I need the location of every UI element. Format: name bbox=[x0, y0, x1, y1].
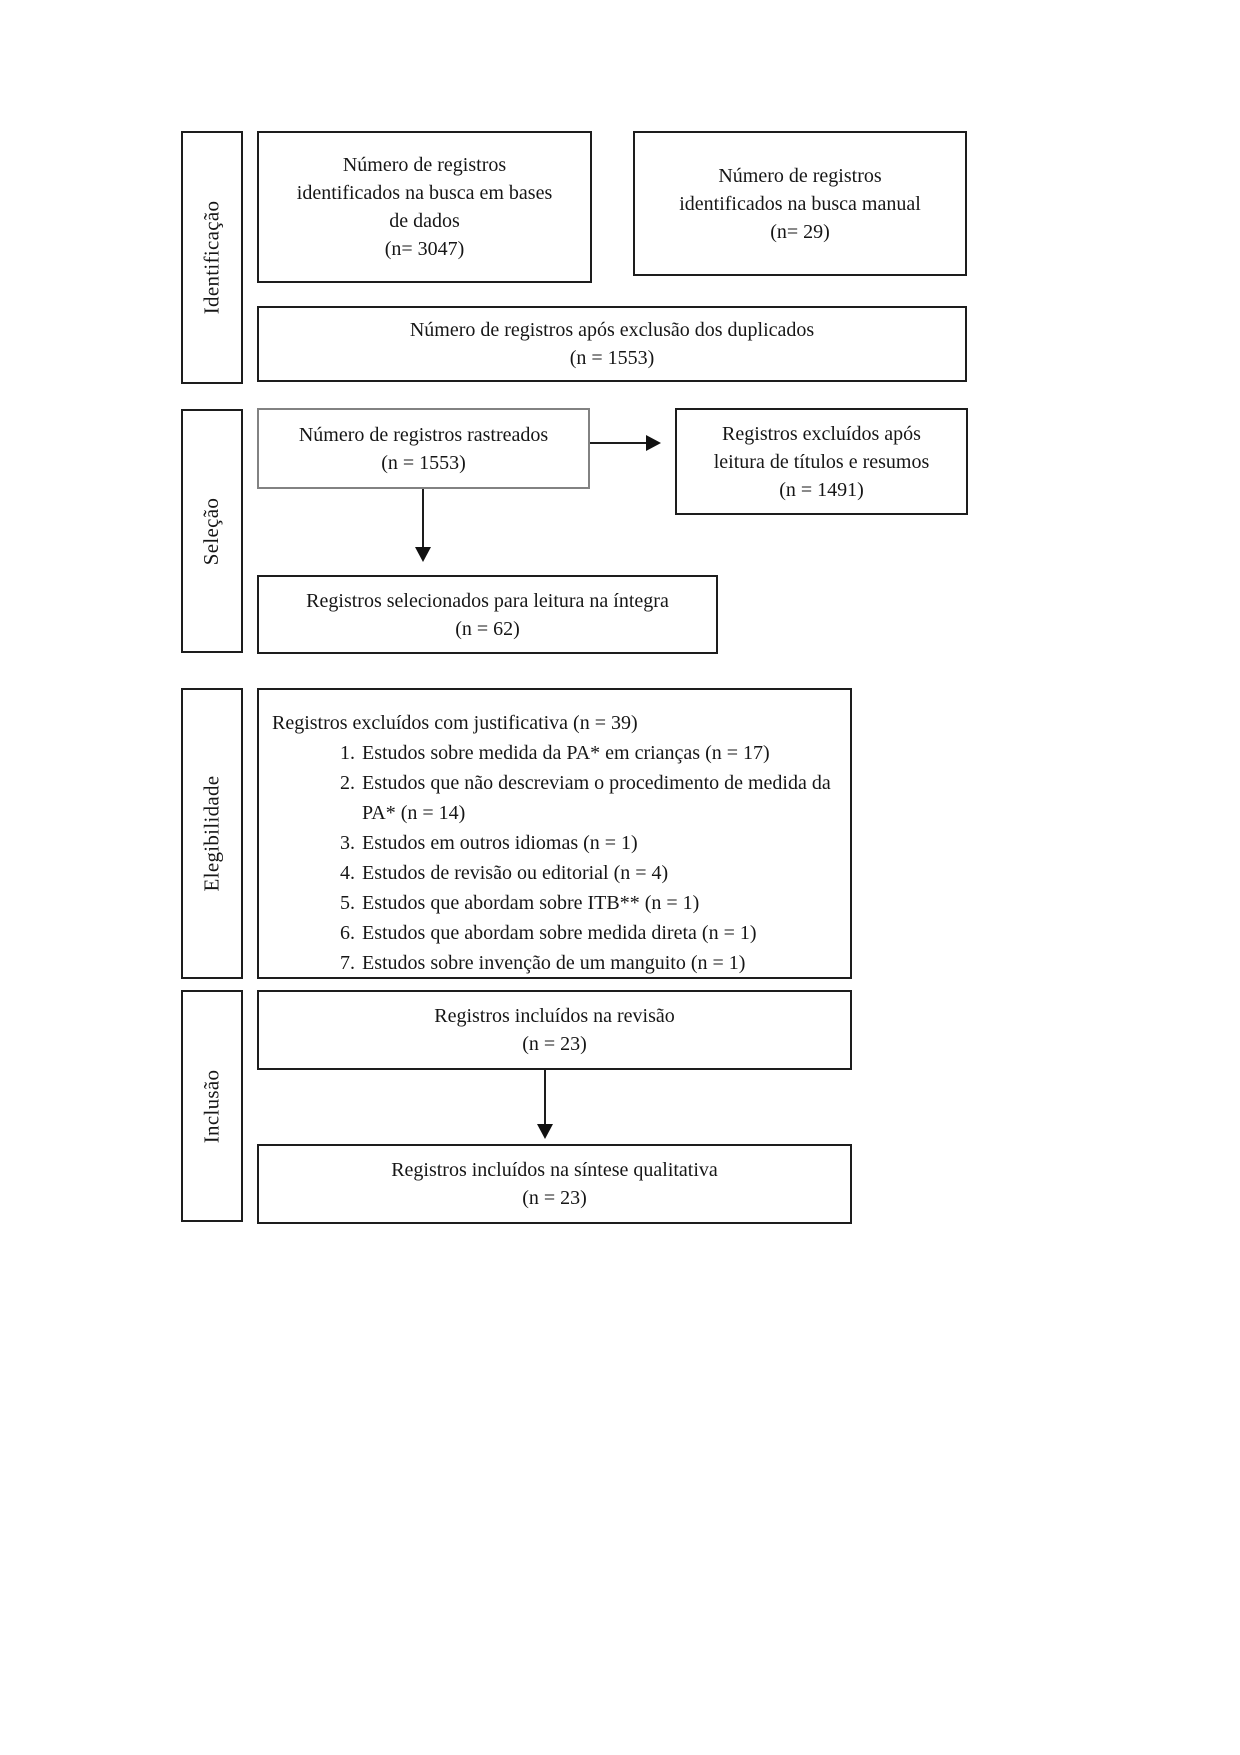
text-line: leitura de títulos e resumos bbox=[713, 450, 930, 473]
exclusion-reason-item: Estudos de revisão ou editorial (n = 4) bbox=[360, 858, 840, 888]
text-line: identificados na busca em bases bbox=[296, 182, 553, 204]
box-excluded-titles-abstracts: Registros excluídos após leitura de títul… bbox=[675, 408, 968, 515]
text-line: (n = 23) bbox=[522, 1033, 587, 1055]
phase-label-inclusion: Inclusão bbox=[199, 1069, 224, 1143]
box-fulltext-selected-text: Registros selecionados para leitura na í… bbox=[306, 587, 669, 643]
text-line: Número de registros rastreados bbox=[298, 423, 549, 446]
phase-box-identification: Identificação bbox=[181, 131, 243, 384]
phase-label-eligibility: Elegibilidade bbox=[199, 775, 224, 892]
exclusion-reason-item: Estudos que abordam sobre ITB** (n = 1) bbox=[360, 888, 840, 918]
text-line: (n = 1491) bbox=[779, 478, 864, 501]
exclusion-reason-item: Estudos em outros idiomas (n = 1) bbox=[360, 828, 840, 858]
box-manual-search-text: Número de registros identificados na busc… bbox=[679, 162, 921, 246]
arrow-screened-to-fulltext-line bbox=[422, 489, 424, 547]
box-records-screened-text: Número de registros rastreados (n = 1553) bbox=[299, 421, 548, 477]
box-database-search-text: Número de registros identificados na busc… bbox=[297, 151, 552, 263]
phase-label-identification: Identificação bbox=[199, 200, 224, 315]
box-records-screened: Número de registros rastreados (n = 1553) bbox=[257, 408, 590, 489]
text-line: Número de registros após exclusão dos du… bbox=[409, 319, 815, 341]
text-line: de dados bbox=[389, 210, 460, 232]
text-line: (n = 1553) bbox=[381, 451, 466, 474]
text-line: Registros incluídos na revisão bbox=[434, 1005, 675, 1027]
excluded-justification-list: Estudos sobre medida da PA* em crianças … bbox=[272, 738, 840, 978]
box-after-duplicates-text: Número de registros após exclusão dos du… bbox=[410, 316, 814, 372]
text-line: (n= 3047) bbox=[384, 238, 465, 260]
arrow-screened-to-excluded-head bbox=[646, 435, 661, 451]
box-after-duplicates: Número de registros após exclusão dos du… bbox=[257, 306, 967, 382]
box-included-review-text: Registros incluídos na revisão (n = 23) bbox=[434, 1002, 675, 1058]
text-line: Registros selecionados para leitura na í… bbox=[306, 589, 669, 612]
arrow-screened-to-excluded-line bbox=[590, 442, 646, 444]
arrow-screened-to-fulltext-head bbox=[415, 547, 431, 562]
box-included-synthesis: Registros incluídos na síntese qualitati… bbox=[257, 1144, 852, 1224]
phase-label-screening: Seleção bbox=[199, 497, 224, 565]
box-included-synthesis-text: Registros incluídos na síntese qualitati… bbox=[391, 1156, 718, 1212]
text-line: (n= 29) bbox=[770, 220, 830, 243]
excluded-justification-header: Registros excluídos com justificativa (n… bbox=[272, 712, 638, 734]
box-fulltext-selected: Registros selecionados para leitura na í… bbox=[257, 575, 718, 654]
box-manual-search: Número de registros identificados na busc… bbox=[633, 131, 967, 276]
box-excluded-titles-abstracts-text: Registros excluídos após leitura de títul… bbox=[714, 420, 930, 504]
text-line: identificados na busca manual bbox=[679, 192, 921, 215]
box-included-review: Registros incluídos na revisão (n = 23) bbox=[257, 990, 852, 1070]
phase-box-screening: Seleção bbox=[181, 409, 243, 653]
box-excluded-with-justification: Registros excluídos com justificativa (n… bbox=[257, 688, 852, 979]
box-database-search: Número de registros identificados na busc… bbox=[257, 131, 592, 283]
arrow-review-to-synthesis-head bbox=[537, 1124, 553, 1139]
text-line: (n = 1553) bbox=[569, 347, 655, 369]
text-line: Número de registros bbox=[718, 164, 882, 187]
text-line: Registros excluídos após bbox=[722, 422, 921, 445]
exclusion-reason-item: Estudos que não descreviam o procediment… bbox=[360, 768, 840, 828]
text-line: (n = 62) bbox=[455, 617, 520, 640]
text-line: Registros incluídos na síntese qualitati… bbox=[391, 1159, 718, 1181]
phase-box-eligibility: Elegibilidade bbox=[181, 688, 243, 979]
arrow-review-to-synthesis-line bbox=[544, 1070, 546, 1124]
exclusion-reason-item: Estudos que abordam sobre medida direta … bbox=[360, 918, 840, 948]
exclusion-reason-item: Estudos sobre invenção de um manguito (n… bbox=[360, 948, 840, 978]
text-line: Número de registros bbox=[342, 154, 507, 176]
exclusion-reason-item: Estudos sobre medida da PA* em crianças … bbox=[360, 738, 840, 768]
phase-box-inclusion: Inclusão bbox=[181, 990, 243, 1222]
text-line: (n = 23) bbox=[522, 1187, 587, 1209]
